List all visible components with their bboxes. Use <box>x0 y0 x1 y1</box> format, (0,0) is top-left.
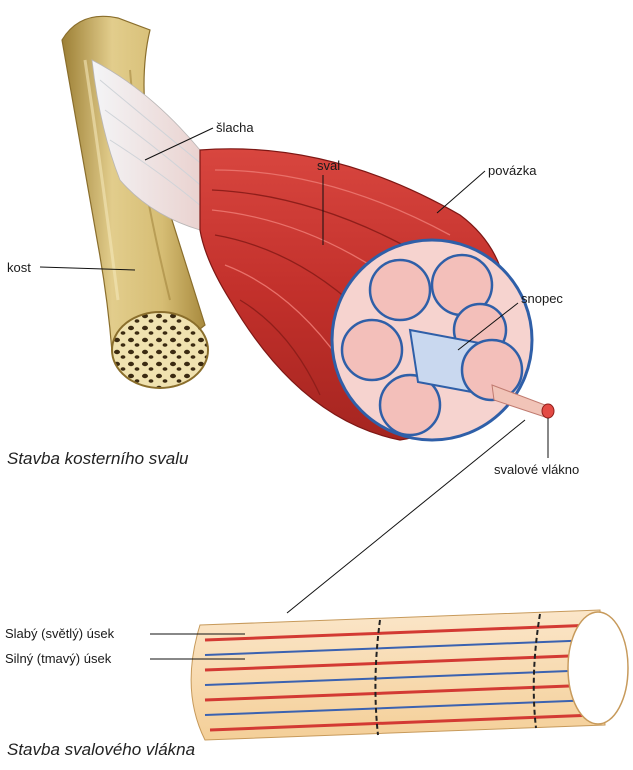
label-tendon: šlacha <box>216 120 254 135</box>
label-fiber: svalové vlákno <box>494 462 579 477</box>
caption-fiber-structure: Stavba svalového vlákna <box>7 740 195 759</box>
muscle-cross-section <box>332 240 554 440</box>
label-muscle: sval <box>317 158 340 173</box>
label-bundle: snopec <box>521 291 563 306</box>
muscle-fiber-detail <box>191 610 628 740</box>
label-fascia: povázka <box>488 163 537 178</box>
label-light-band: Slabý (světlý) úsek <box>5 626 115 641</box>
label-dark-band: Silný (tmavý) úsek <box>5 651 112 666</box>
bone-cross-section <box>112 312 208 388</box>
label-bone: kost <box>7 260 31 275</box>
fiber-end <box>568 612 628 724</box>
caption-muscle-structure: Stavba kosterního svalu <box>7 449 189 468</box>
